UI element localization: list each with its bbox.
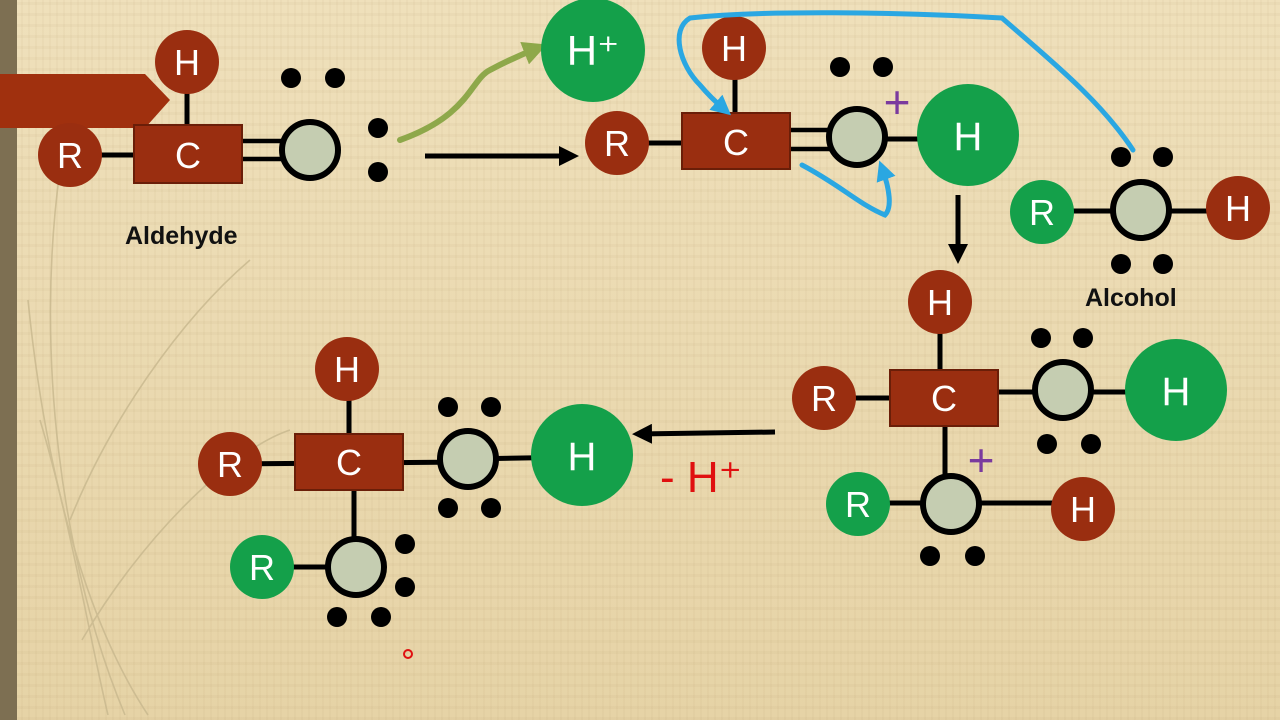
lone-pair-dot xyxy=(325,68,345,88)
lone-pair-dot xyxy=(1111,254,1131,274)
lone-pair-dot xyxy=(965,546,985,566)
lone-pair-dot xyxy=(371,607,391,627)
hemiacetal-hydroxyl-oxygen-atom xyxy=(437,428,499,490)
lone-pair-dot xyxy=(481,498,501,518)
intermediate-c-label: C xyxy=(931,378,957,419)
lone-pair-dot xyxy=(395,534,415,554)
lone-pair-dot xyxy=(920,546,940,566)
intermediate-ether-r-label: R xyxy=(845,484,871,525)
protonated-aldehyde-molecule: R C H H xyxy=(585,16,1019,186)
aldehyde-r-label: R xyxy=(57,135,83,176)
alcohol-h-label: H xyxy=(1225,188,1251,229)
title-banner-arrow xyxy=(0,74,170,128)
protonated-oxygen-h-label: H xyxy=(954,115,983,159)
alcohol-h-atom xyxy=(1206,176,1270,240)
protonated-oxygen-atom xyxy=(826,106,888,168)
hemiacetal-c-label: C xyxy=(336,442,362,483)
lone-pair-dot xyxy=(1153,147,1173,167)
intermediate-r-label: R xyxy=(811,378,837,419)
intermediate-hydroxyl-h-label: H xyxy=(1162,370,1191,414)
intermediate-ether-r-atom xyxy=(826,472,890,536)
hemiacetal-ether-r-atom xyxy=(230,535,294,599)
protonated-h-atom xyxy=(702,16,766,80)
lone-pair-dot xyxy=(1037,434,1057,454)
intermediate-h-label: H xyxy=(927,282,953,323)
alcohol-molecule: R H xyxy=(1010,147,1270,274)
alcohol-label: Alcohol xyxy=(1085,284,1177,312)
proton-label: H⁺ xyxy=(567,27,620,74)
lone-pair-dot xyxy=(481,397,501,417)
lone-pair-dot xyxy=(438,498,458,518)
pointer-marker xyxy=(403,649,413,659)
lone-pair-dot xyxy=(1081,434,1101,454)
lone-pair-dot xyxy=(327,607,347,627)
aldehyde-carbon-box xyxy=(133,124,243,184)
hemiacetal-molecule: R C H H R xyxy=(198,337,633,627)
aldehyde-h-label: H xyxy=(174,42,200,83)
protonated-h-label: H xyxy=(721,28,747,69)
aldehyde-c-label: C xyxy=(175,135,201,176)
hemiacetal-r-atom xyxy=(198,432,262,496)
positive-charge-1: + xyxy=(884,76,911,128)
alcohol-r-label: R xyxy=(1029,192,1055,233)
intermediate-h-atom xyxy=(908,270,972,334)
intermediate-hydroxyl-h-atom xyxy=(1125,339,1227,441)
decorative-grass-strokes xyxy=(27,169,291,716)
hemiacetal-r-label: R xyxy=(217,444,243,485)
lone-pair-dot xyxy=(1031,328,1051,348)
hemiacetal-hydroxyl-h-label: H xyxy=(568,435,597,479)
aldehyde-molecule: R C H xyxy=(38,30,388,187)
intermediate-oxonium-h-atom xyxy=(1051,477,1115,541)
lone-pair-dot xyxy=(1153,254,1173,274)
nucleophilic-attack-arrow xyxy=(676,10,1136,153)
protonated-oxygen-h-atom xyxy=(917,84,1019,186)
intermediate-hydroxyl-oxygen-atom xyxy=(1032,359,1094,421)
aldehyde-oxygen-atom xyxy=(279,119,341,181)
lone-pair-dot xyxy=(395,577,415,597)
alcohol-r-atom xyxy=(1010,180,1074,244)
hemiacetal-ether-oxygen-atom xyxy=(325,536,387,598)
reaction-arrow-3 xyxy=(632,423,776,444)
pi-bond-shift-arrow xyxy=(799,160,896,218)
alcohol-oxygen-atom xyxy=(1110,179,1172,241)
protonated-carbon-box xyxy=(681,112,791,170)
aldehyde-r-atom xyxy=(38,123,102,187)
hemiacetal-h-atom xyxy=(315,337,379,401)
oxonium-intermediate-molecule: R C H H R H xyxy=(792,270,1227,566)
hemiacetal-ether-r-label: R xyxy=(249,547,275,588)
intermediate-oxonium-oxygen-atom xyxy=(920,473,982,535)
lone-pair-dot xyxy=(438,397,458,417)
hemiacetal-hydroxyl-h-atom xyxy=(531,404,633,506)
protonation-curved-arrow xyxy=(397,42,547,143)
protonated-c-label: C xyxy=(723,122,749,163)
lone-pair-dot xyxy=(873,57,893,77)
lone-pair-dot xyxy=(1111,147,1131,167)
lone-pair-dot xyxy=(368,118,388,138)
protonated-r-atom xyxy=(585,111,649,175)
deprotonation-label: - H⁺ xyxy=(660,453,742,502)
aldehyde-label: Aldehyde xyxy=(125,222,238,250)
proton-atom xyxy=(541,0,645,102)
slide-left-border xyxy=(0,0,17,720)
intermediate-r-atom xyxy=(792,366,856,430)
hemiacetal-h-label: H xyxy=(334,349,360,390)
hemiacetal-carbon-box xyxy=(294,433,404,491)
lone-pair-dot xyxy=(281,68,301,88)
protonated-r-label: R xyxy=(604,123,630,164)
lone-pair-dot xyxy=(830,57,850,77)
positive-charge-2: + xyxy=(968,434,995,486)
intermediate-carbon-box xyxy=(889,369,999,427)
aldehyde-h-atom xyxy=(155,30,219,94)
lone-pair-dot xyxy=(368,162,388,182)
intermediate-oxonium-h-label: H xyxy=(1070,489,1096,530)
lone-pair-dot xyxy=(1073,328,1093,348)
